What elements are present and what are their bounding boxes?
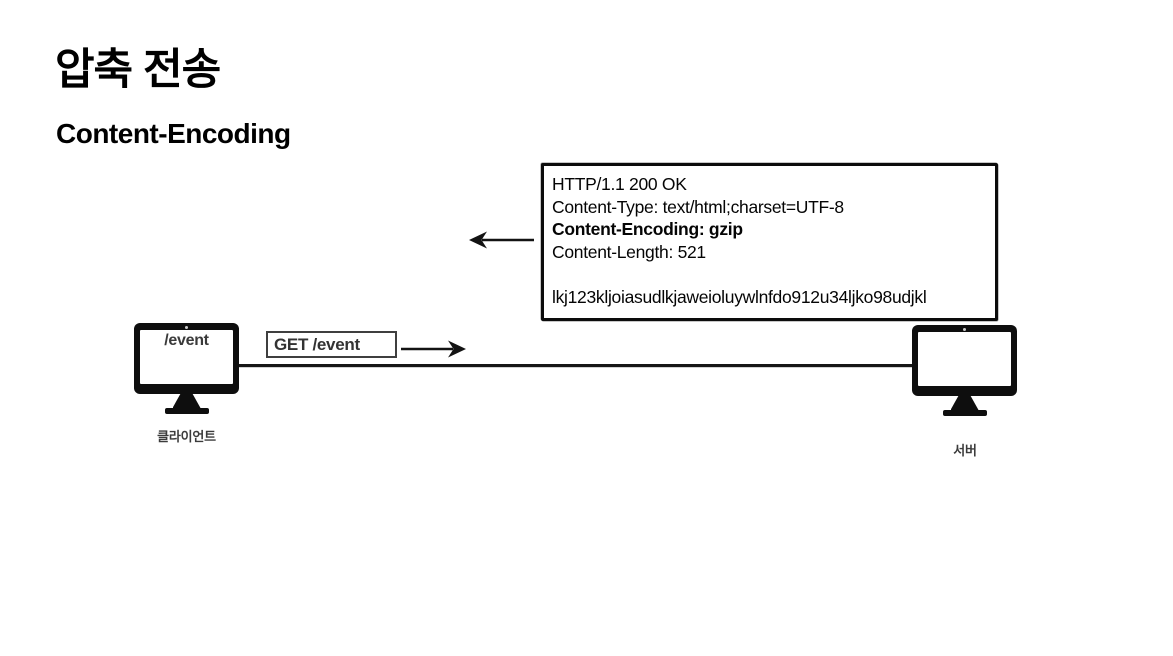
- client-monitor-frame: /event: [134, 323, 239, 394]
- client-label: 클라이언트: [157, 429, 216, 444]
- http-response-box: HTTP/1.1 200 OK Content-Type: text/html;…: [541, 163, 998, 321]
- response-arrow-icon: [469, 231, 534, 249]
- client-screen-path: /event: [164, 332, 209, 349]
- http-request-box: GET /event: [266, 331, 397, 358]
- monitor-base: [942, 410, 987, 416]
- server-monitor-screen: [918, 332, 1011, 386]
- camera-dot-icon: [185, 325, 188, 329]
- client-monitor-screen: /event: [140, 330, 233, 384]
- monitor-stand: [172, 394, 201, 408]
- response-content-type: Content-Type: text/html;charset=UTF-8: [552, 196, 844, 217]
- monitor-base: [164, 408, 209, 414]
- server-monitor-frame: [912, 325, 1017, 396]
- response-body: lkj123kljoiasudlkjaweioluywlnfdo912u34lj…: [552, 286, 927, 307]
- server-monitor-icon: [912, 325, 1017, 416]
- response-status-line: HTTP/1.1 200 OK: [552, 174, 687, 194]
- request-arrow-icon: [401, 340, 466, 358]
- camera-dot-icon: [963, 327, 966, 331]
- monitor-stand: [950, 396, 979, 410]
- request-label: GET /event: [274, 334, 360, 354]
- client-server-connection-line: [239, 364, 912, 367]
- response-content-length: Content-Length: 521: [552, 241, 706, 262]
- client-monitor-icon: /event: [134, 323, 239, 414]
- response-blank-line: [552, 263, 987, 286]
- server-label: 서버: [953, 443, 977, 458]
- page-subtitle: Content-Encoding: [56, 118, 291, 149]
- page-title: 압축 전송: [55, 46, 221, 94]
- response-content-encoding: Content-Encoding: gzip: [552, 219, 743, 239]
